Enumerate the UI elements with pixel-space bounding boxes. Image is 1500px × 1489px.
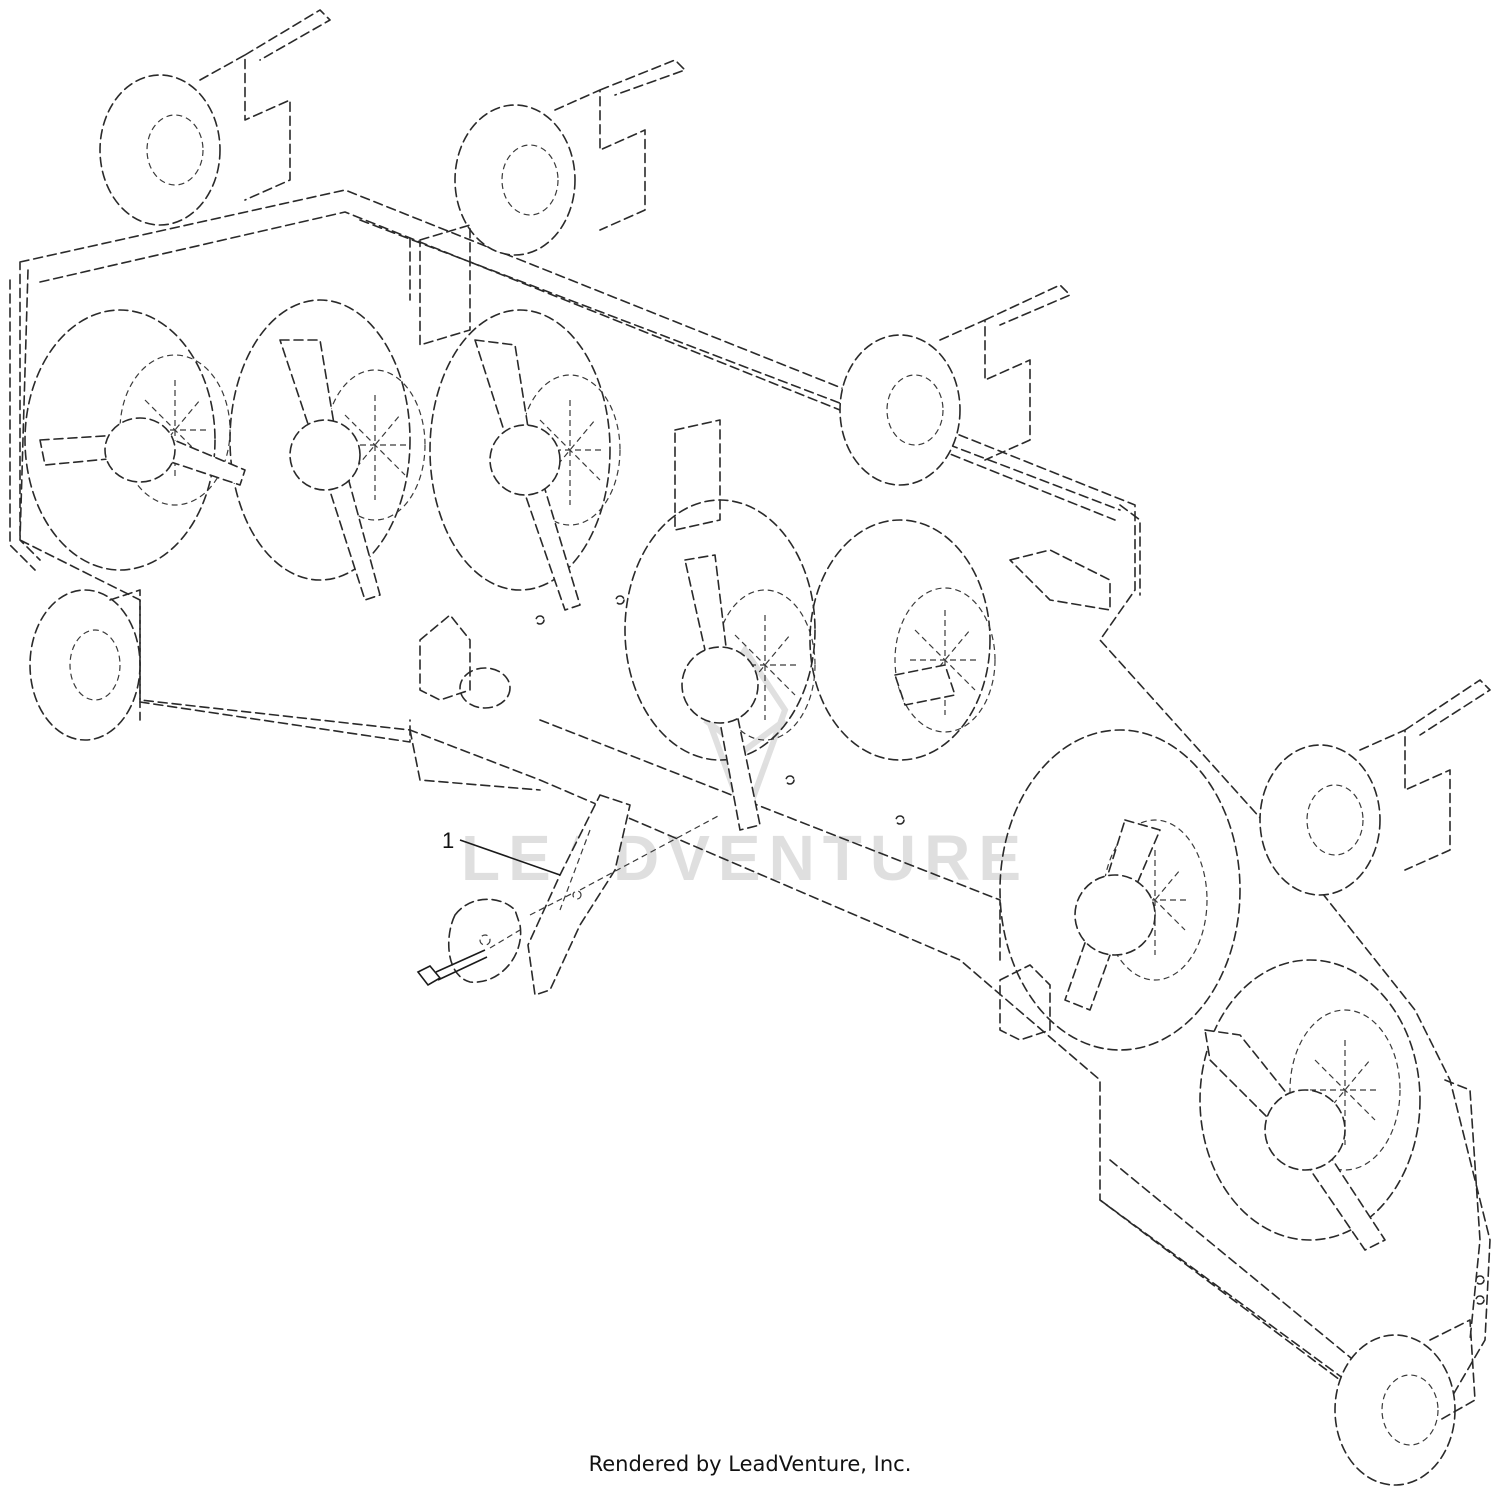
replacement-blade: [527, 794, 631, 996]
footer-credit: Rendered by LeadVenture, Inc.: [588, 1452, 912, 1476]
blade-washer: [447, 898, 522, 983]
caster-wheel-5: [29, 589, 141, 741]
caster-wheel-2: [454, 59, 686, 256]
callout-number: 1: [442, 828, 454, 853]
caster-wheel-1: [99, 9, 331, 226]
blade-bolt: [416, 949, 488, 987]
spindle-ribs: [140, 380, 1380, 1145]
callout-leader-line: [459, 839, 561, 876]
exploded-blade-assembly: [416, 794, 721, 996]
watermark-text: LEADVENTURE: [461, 822, 1029, 894]
caster-wheel-4: [1259, 679, 1491, 896]
installed-blades: [39, 339, 1386, 1251]
caster-wheels: [29, 9, 1491, 1486]
caster-wheel-3: [839, 284, 1071, 486]
blade-housings: [24, 299, 1421, 1241]
callout-1: 1: [442, 828, 561, 876]
deck-brackets: [419, 224, 1485, 1305]
caster-wheel-6: [1334, 1319, 1476, 1486]
